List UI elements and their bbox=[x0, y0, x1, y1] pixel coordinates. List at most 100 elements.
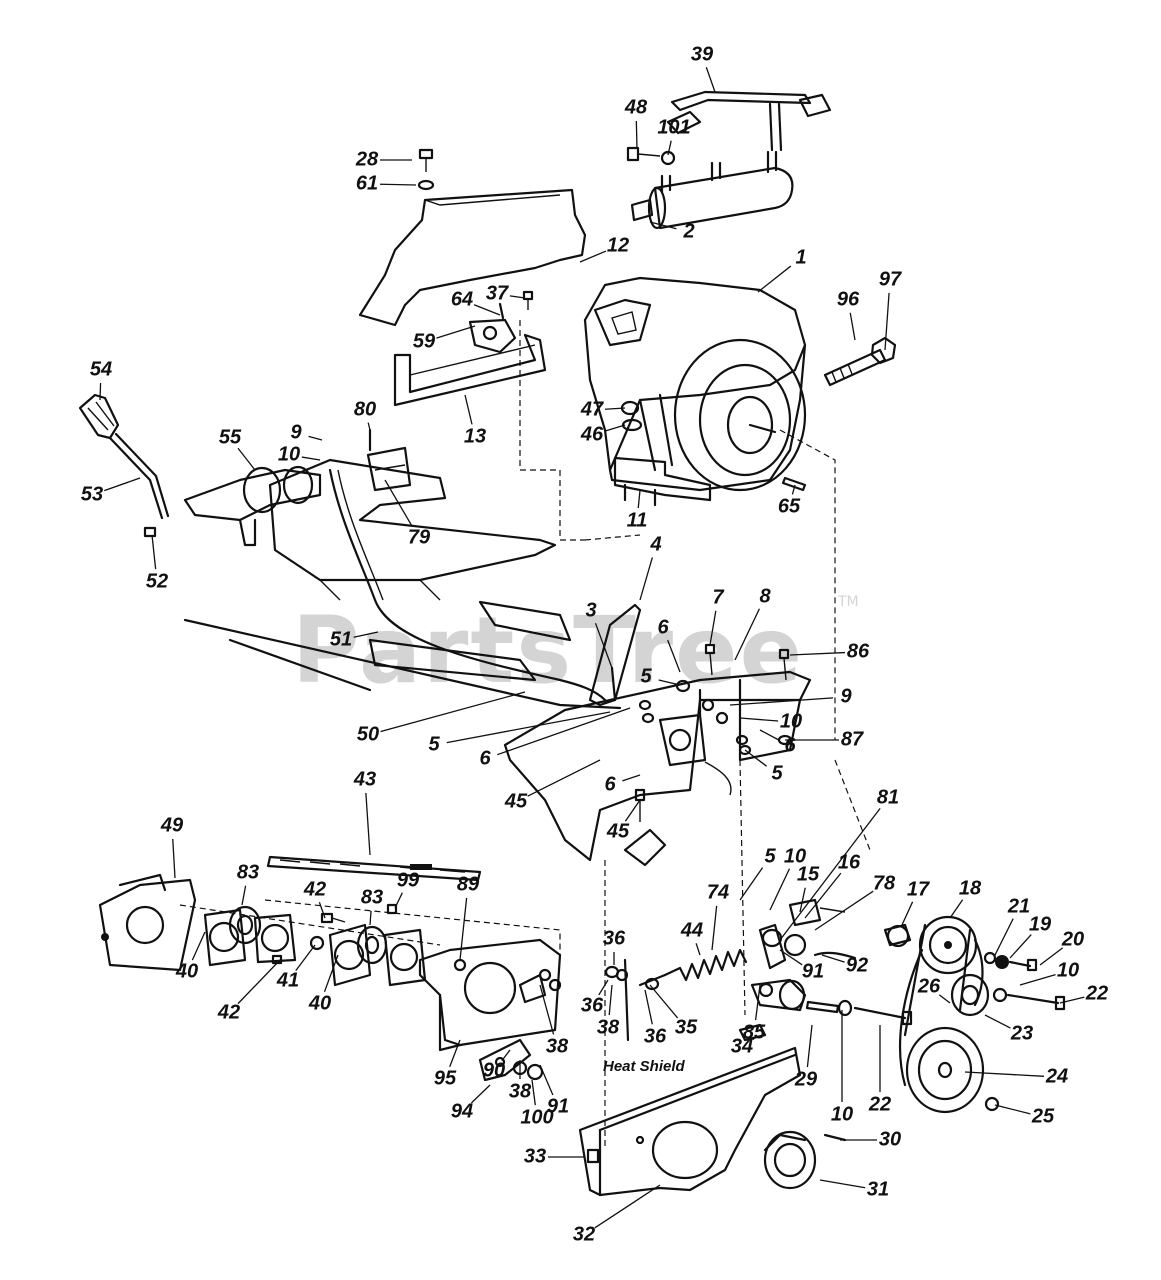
leader-l42a bbox=[237, 959, 281, 1005]
leader-l40b bbox=[323, 954, 339, 993]
callout-l46: 46 bbox=[580, 423, 604, 445]
leader-l59 bbox=[436, 325, 476, 339]
leader-l90 bbox=[501, 1049, 511, 1062]
pulley-24 bbox=[905, 1026, 985, 1114]
leader-l9a bbox=[308, 435, 323, 441]
callout-l19: 19 bbox=[1029, 913, 1052, 935]
callout-l45b: 45 bbox=[606, 820, 630, 842]
leader-l2 bbox=[649, 221, 677, 230]
callout-l44: 44 bbox=[680, 919, 703, 941]
callout-l6b: 6 bbox=[479, 747, 491, 769]
leader-l81 bbox=[779, 807, 881, 941]
leader-l10a bbox=[301, 456, 321, 461]
leader-l36c bbox=[644, 989, 653, 1025]
leader-l40a bbox=[191, 931, 206, 961]
callout-l5a: 5 bbox=[640, 665, 652, 687]
leader-l54 bbox=[99, 382, 102, 401]
engine-mount-11 bbox=[613, 456, 712, 507]
callout-l22b: 22 bbox=[868, 1093, 891, 1115]
leader-l83b bbox=[369, 910, 372, 926]
washer-61 bbox=[417, 179, 435, 191]
screw-30 bbox=[823, 1133, 847, 1142]
pulley-23 bbox=[950, 973, 990, 1017]
screw-37 bbox=[522, 290, 534, 310]
leader-l6c bbox=[759, 729, 779, 741]
leader-l20 bbox=[1039, 947, 1064, 966]
leader-l36b bbox=[598, 979, 609, 996]
callout-l90: 90 bbox=[483, 1059, 505, 1081]
callout-l29: 29 bbox=[794, 1068, 818, 1090]
shroud-12 bbox=[358, 188, 587, 327]
leader-l35 bbox=[649, 984, 679, 1019]
callout-l21: 21 bbox=[1007, 895, 1030, 917]
leader-l85 bbox=[754, 984, 761, 1021]
washer-nut-stack bbox=[453, 958, 562, 1081]
bolt-29 bbox=[805, 1000, 840, 1014]
leader-l47 bbox=[604, 407, 626, 410]
callout-l15: 15 bbox=[797, 863, 820, 885]
callout-l99: 99 bbox=[397, 869, 420, 891]
screw-99 bbox=[386, 903, 398, 915]
callout-l95: 95 bbox=[434, 1067, 457, 1089]
callout-l43: 43 bbox=[353, 768, 376, 790]
leader-l26 bbox=[938, 994, 951, 1004]
leader-l97 bbox=[884, 292, 890, 351]
callout-l10c: 10 bbox=[784, 845, 806, 867]
callout-l3: 3 bbox=[585, 599, 596, 621]
callout-l17: 17 bbox=[907, 878, 930, 900]
bearing-flange-set-left bbox=[203, 905, 297, 967]
callout-l38b: 38 bbox=[546, 1035, 569, 1057]
callout-l38c: 38 bbox=[509, 1080, 532, 1102]
callout-l42b: 42 bbox=[303, 878, 326, 900]
leader-l21 bbox=[994, 918, 1014, 956]
callout-l22a: 22 bbox=[1085, 982, 1108, 1004]
callout-l87: 87 bbox=[841, 728, 864, 750]
callout-l40b: 40 bbox=[308, 992, 331, 1014]
leader-l92 bbox=[821, 954, 845, 963]
spacer-17 bbox=[883, 923, 912, 948]
leader-l44 bbox=[695, 943, 701, 956]
leader-l64 bbox=[473, 304, 501, 316]
screw-52 bbox=[143, 526, 157, 538]
idler-arm-assembly bbox=[758, 898, 857, 970]
leader-l8 bbox=[734, 608, 760, 661]
leader-l1 bbox=[757, 265, 792, 293]
fastener-group-upper bbox=[638, 643, 793, 756]
callout-l45a: 45 bbox=[504, 790, 528, 812]
callout-l10b: 10 bbox=[780, 710, 802, 732]
control-assembly-55 bbox=[183, 465, 322, 547]
leader-l65 bbox=[791, 484, 796, 495]
callout-l91a: 91 bbox=[802, 960, 824, 982]
callout-l47: 47 bbox=[580, 398, 604, 420]
leader-l6a bbox=[667, 639, 681, 673]
callout-l89: 89 bbox=[457, 873, 480, 895]
leader-l79 bbox=[384, 479, 413, 528]
leader-l42b bbox=[318, 902, 326, 919]
leader-l31 bbox=[819, 1179, 866, 1189]
callout-l64: 64 bbox=[451, 288, 473, 310]
callout-l6c: 6 bbox=[784, 734, 796, 756]
leader-l38a bbox=[608, 984, 613, 1016]
leader-l6d bbox=[622, 774, 641, 782]
callout-l4: 4 bbox=[649, 533, 661, 555]
leader-l55 bbox=[237, 447, 256, 471]
bolt-22-upper bbox=[992, 987, 1066, 1011]
screw-64 bbox=[498, 302, 505, 320]
callout-l20: 20 bbox=[1061, 928, 1084, 950]
plate-95 bbox=[418, 938, 562, 1052]
leader-l4 bbox=[639, 557, 653, 601]
callout-l8: 8 bbox=[759, 585, 771, 607]
leader-l96 bbox=[849, 312, 856, 341]
partstree-watermark: PartsTree bbox=[292, 597, 804, 704]
callout-l9a: 9 bbox=[290, 421, 302, 443]
heat-shield-plate-32 bbox=[578, 1046, 802, 1197]
leader-l5b bbox=[446, 711, 611, 744]
callout-l79: 79 bbox=[408, 526, 431, 548]
leader-l91b bbox=[539, 1064, 554, 1096]
callout-l74: 74 bbox=[707, 881, 729, 903]
callout-l80: 80 bbox=[354, 398, 376, 420]
leader-l52 bbox=[151, 534, 157, 570]
callout-l51: 51 bbox=[330, 628, 352, 650]
callout-l36b: 36 bbox=[581, 994, 604, 1016]
